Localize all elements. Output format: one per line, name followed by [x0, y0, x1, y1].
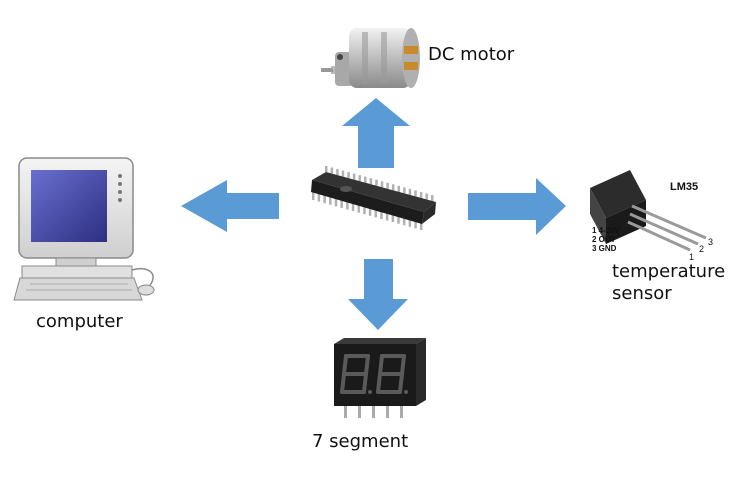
- sensor-pin1-label: 1 4-20V: [592, 226, 621, 235]
- display-pin: [400, 406, 403, 418]
- chip-pin: [397, 215, 400, 224]
- chip-pin: [420, 222, 423, 230]
- computer-icon: [13, 157, 155, 301]
- display-decimal-point: [404, 390, 408, 394]
- display-pin: [372, 406, 375, 418]
- dc-motor-label: DC motor: [428, 44, 515, 65]
- chip-pin: [397, 185, 401, 192]
- display-segment: [340, 372, 346, 394]
- chip-pin: [386, 182, 389, 189]
- computer-label: computer: [36, 311, 123, 332]
- chip-pin: [408, 218, 412, 227]
- chip-pin: [329, 196, 332, 205]
- display-segment: [400, 354, 406, 376]
- chip-pin: [419, 191, 423, 198]
- chip-pin: [414, 190, 417, 197]
- chip-pin: [368, 207, 372, 216]
- chip-pin: [380, 181, 384, 188]
- display-segment: [378, 354, 384, 376]
- chip-pin: [391, 214, 395, 223]
- temperature-sensor-label: temperature sensor: [612, 261, 725, 304]
- seven-segment-label: 7 segment: [312, 431, 409, 452]
- chip-pin: [323, 195, 326, 204]
- chip-pin: [425, 193, 428, 200]
- lm35-sensor-icon: LM35 1 4-20V 2 OUT 3 GND 1 2 3: [590, 170, 713, 262]
- chip-pin: [375, 179, 378, 186]
- sensor-num2: 2: [699, 244, 704, 254]
- chip-pin: [364, 176, 367, 183]
- chip-pin: [336, 169, 339, 176]
- chip-pin: [340, 199, 343, 208]
- dc-motor-icon: [321, 28, 420, 88]
- sensor-num1: 1: [689, 252, 694, 262]
- chip-pin: [380, 210, 383, 219]
- chip-pin: [317, 193, 321, 202]
- display-pin: [386, 406, 389, 418]
- sensor-part-label: LM35: [670, 181, 698, 193]
- chip-pin: [369, 178, 373, 185]
- chip-pin: [402, 217, 406, 226]
- chip-pin: [358, 175, 361, 182]
- chip-pin: [347, 172, 350, 179]
- temperature-sensor-label-line1: temperature: [612, 261, 726, 282]
- chip-pin: [352, 173, 356, 180]
- chip-pin: [346, 201, 349, 210]
- display-pin: [344, 406, 347, 418]
- chip-pin: [357, 204, 360, 213]
- display-pin: [358, 406, 361, 418]
- microcontroller-chip-icon: [311, 166, 436, 230]
- display-segment: [362, 372, 368, 394]
- sensor-pin3-label: 3 GND: [592, 244, 617, 253]
- chip-pin: [408, 188, 412, 195]
- chip-pin: [363, 206, 366, 215]
- display-segment: [364, 354, 370, 376]
- chip-pin: [330, 167, 334, 174]
- chip-pin: [431, 195, 434, 201]
- seven-segment-display-icon: [334, 338, 426, 418]
- chip-pin: [325, 166, 328, 172]
- arrow-up: [342, 98, 410, 168]
- display-decimal-point: [368, 390, 372, 394]
- sensor-pin2-label: 2 OUT: [592, 235, 616, 244]
- chip-pin: [351, 203, 355, 212]
- chip-pin: [312, 192, 315, 200]
- temperature-sensor-label-line2: sensor: [612, 282, 672, 304]
- chip-pin: [403, 187, 406, 194]
- display-segment: [376, 372, 382, 394]
- arrow-left: [181, 180, 279, 232]
- display-segment: [342, 354, 348, 376]
- chip-pin: [334, 198, 338, 207]
- sensor-num3: 3: [708, 237, 713, 247]
- arrow-down: [348, 259, 408, 330]
- chip-pin: [385, 212, 389, 221]
- chip-pin: [391, 184, 395, 191]
- display-segment: [398, 372, 404, 394]
- arrow-right: [468, 178, 566, 235]
- chip-pin: [341, 170, 345, 177]
- chip-pin: [374, 209, 378, 218]
- chip-pin: [414, 220, 417, 229]
